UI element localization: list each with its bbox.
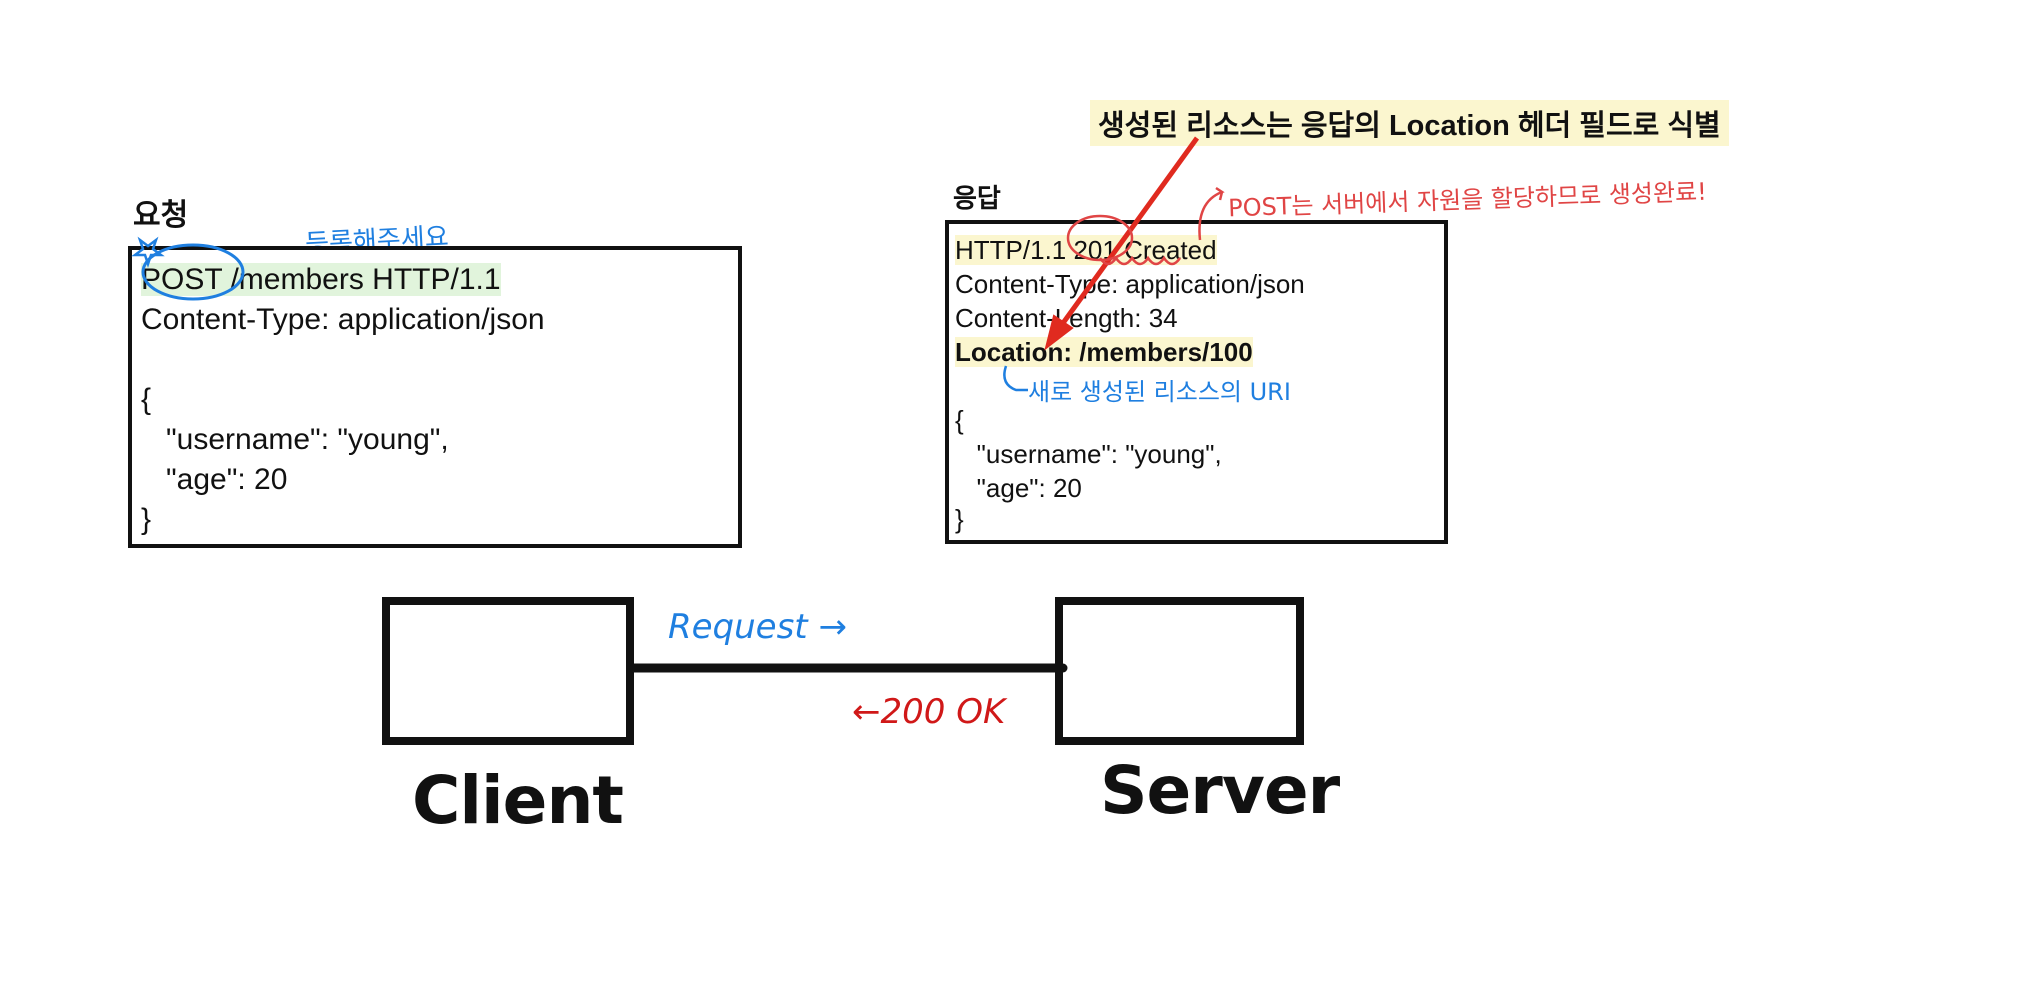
request-body-line: { [141,383,152,416]
request-direction-label: Request → [668,607,847,647]
request-method: POST [141,263,223,296]
response-direction-label: ←200 OK [852,692,1006,732]
response-body-line: "username": "young", [955,439,1222,469]
request-path: /members HTTP/1.1 [222,263,501,296]
response-box [945,220,1448,544]
response-content-length: Content-Length: 34 [955,303,1178,333]
response-title: 응답 [953,183,1001,213]
client-label: Client [412,762,624,839]
response-location-annotation: 새로 생성된 리소스의 URI [1028,378,1291,406]
request-line-1: POST /members HTTP/1.1 [141,260,501,300]
post-circle-icon [141,243,245,301]
response-body-line: } [955,504,964,534]
response-status-line: HTTP/1.1 201 Created [955,235,1217,265]
squiggle-icon [1098,255,1182,266]
request-box [128,246,742,548]
request-title: 요청 [133,199,189,232]
request-body-line: "age": 20 [141,463,288,496]
red-arrow-icon [1044,136,1200,351]
location-hook-icon [1003,365,1028,392]
server-label: Server [1100,752,1340,829]
response-body-line: { [955,405,964,435]
response-body-line: "age": 20 [955,473,1082,503]
request-content-type: Content-Type: application/json [141,303,545,336]
request-body-line: "username": "young", [141,423,449,456]
annotation-hook-icon [1198,186,1225,241]
client-box [382,597,634,745]
request-body-line: } [141,503,152,536]
star-mark-icon [131,236,165,268]
server-box [1055,597,1304,745]
